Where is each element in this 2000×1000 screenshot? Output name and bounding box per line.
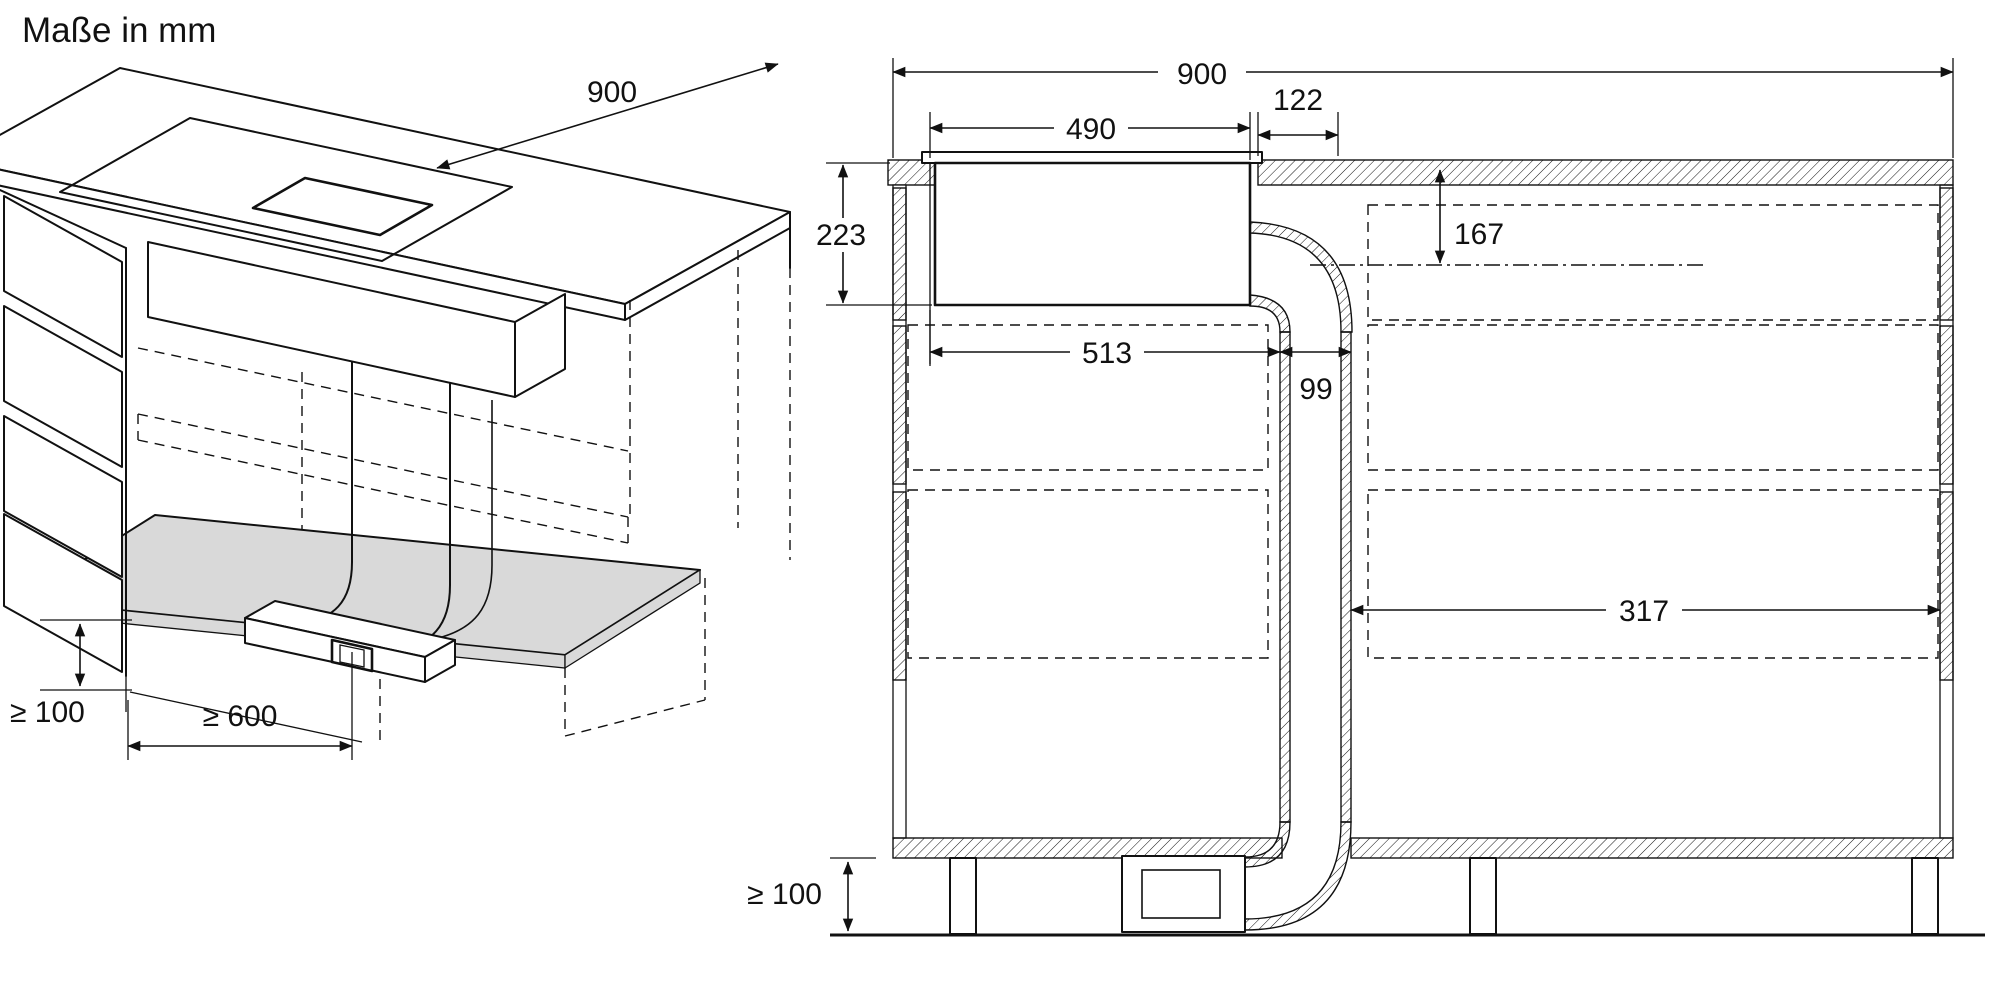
dim-label-iso-600: ≥ 600 [203,700,278,733]
cabinet-leg [1469,857,1497,935]
dim-label-section-317: 317 [1619,595,1669,628]
drawer-front [3,415,123,578]
hob-unit-box-iso [147,241,566,398]
drawer-front [3,195,123,358]
dim-section-513: 513 [929,310,1281,370]
hob-flange [921,151,1263,164]
cabinet-leg [1911,857,1939,935]
isometric-view: 900 ≥ 100 ≥ 600 [0,62,791,760]
dim-label-section-122: 122 [1273,84,1323,117]
dim-section-total-900: 900 [892,56,1954,158]
dim-section-plinth-100: ≥ 100 [747,857,876,932]
vent-grille-iso [251,176,434,237]
dim-section-223: 223 [812,162,932,306]
flat-duct-channel-iso [244,600,456,683]
cabinet-bottom-panel [892,837,1954,859]
dim-label-section-223: 223 [816,219,866,252]
dim-label-iso-900: 900 [587,76,637,109]
dim-iso-plinth-100: ≥ 100 [10,619,132,729]
dim-section-167: 167 [1434,169,1504,264]
dim-iso-width-900: 900 [436,62,779,170]
hob-unit-section [921,151,1263,364]
dim-label-section-513: 513 [1082,337,1132,370]
section-view: 900 490 122 223 167 [747,56,1985,937]
dim-section-317: 317 [1350,594,1941,628]
dim-iso-depth-600: ≥ 600 [127,652,353,760]
cooktop-iso [59,117,513,262]
cabinet-side-walls [892,184,1954,839]
legs-and-floor [830,857,1985,937]
hob-body [933,161,1252,307]
drawer-cabinet-iso [0,189,363,743]
duct-section [1121,221,1353,933]
dim-label-iso-100: ≥ 100 [10,696,85,729]
cabinet-leg [949,857,977,935]
drawing-title: Maße in mm [22,11,216,50]
hidden-interior-lines [907,204,1939,659]
dim-section-99: 99 [1279,346,1352,406]
dim-label-section-100: ≥ 100 [747,878,822,911]
dim-section-490: 490 [929,112,1251,160]
dim-label-section-99: 99 [1299,373,1332,406]
dim-section-122: 122 [1257,84,1339,156]
dim-label-section-167: 167 [1454,218,1504,251]
drawer-front [3,513,123,673]
hidden-cabinet-lines [137,250,791,744]
dim-label-section-900: 900 [1177,58,1227,91]
drawer-front [3,305,123,468]
worktop-section [887,159,1954,186]
dim-label-section-490: 490 [1066,113,1116,146]
